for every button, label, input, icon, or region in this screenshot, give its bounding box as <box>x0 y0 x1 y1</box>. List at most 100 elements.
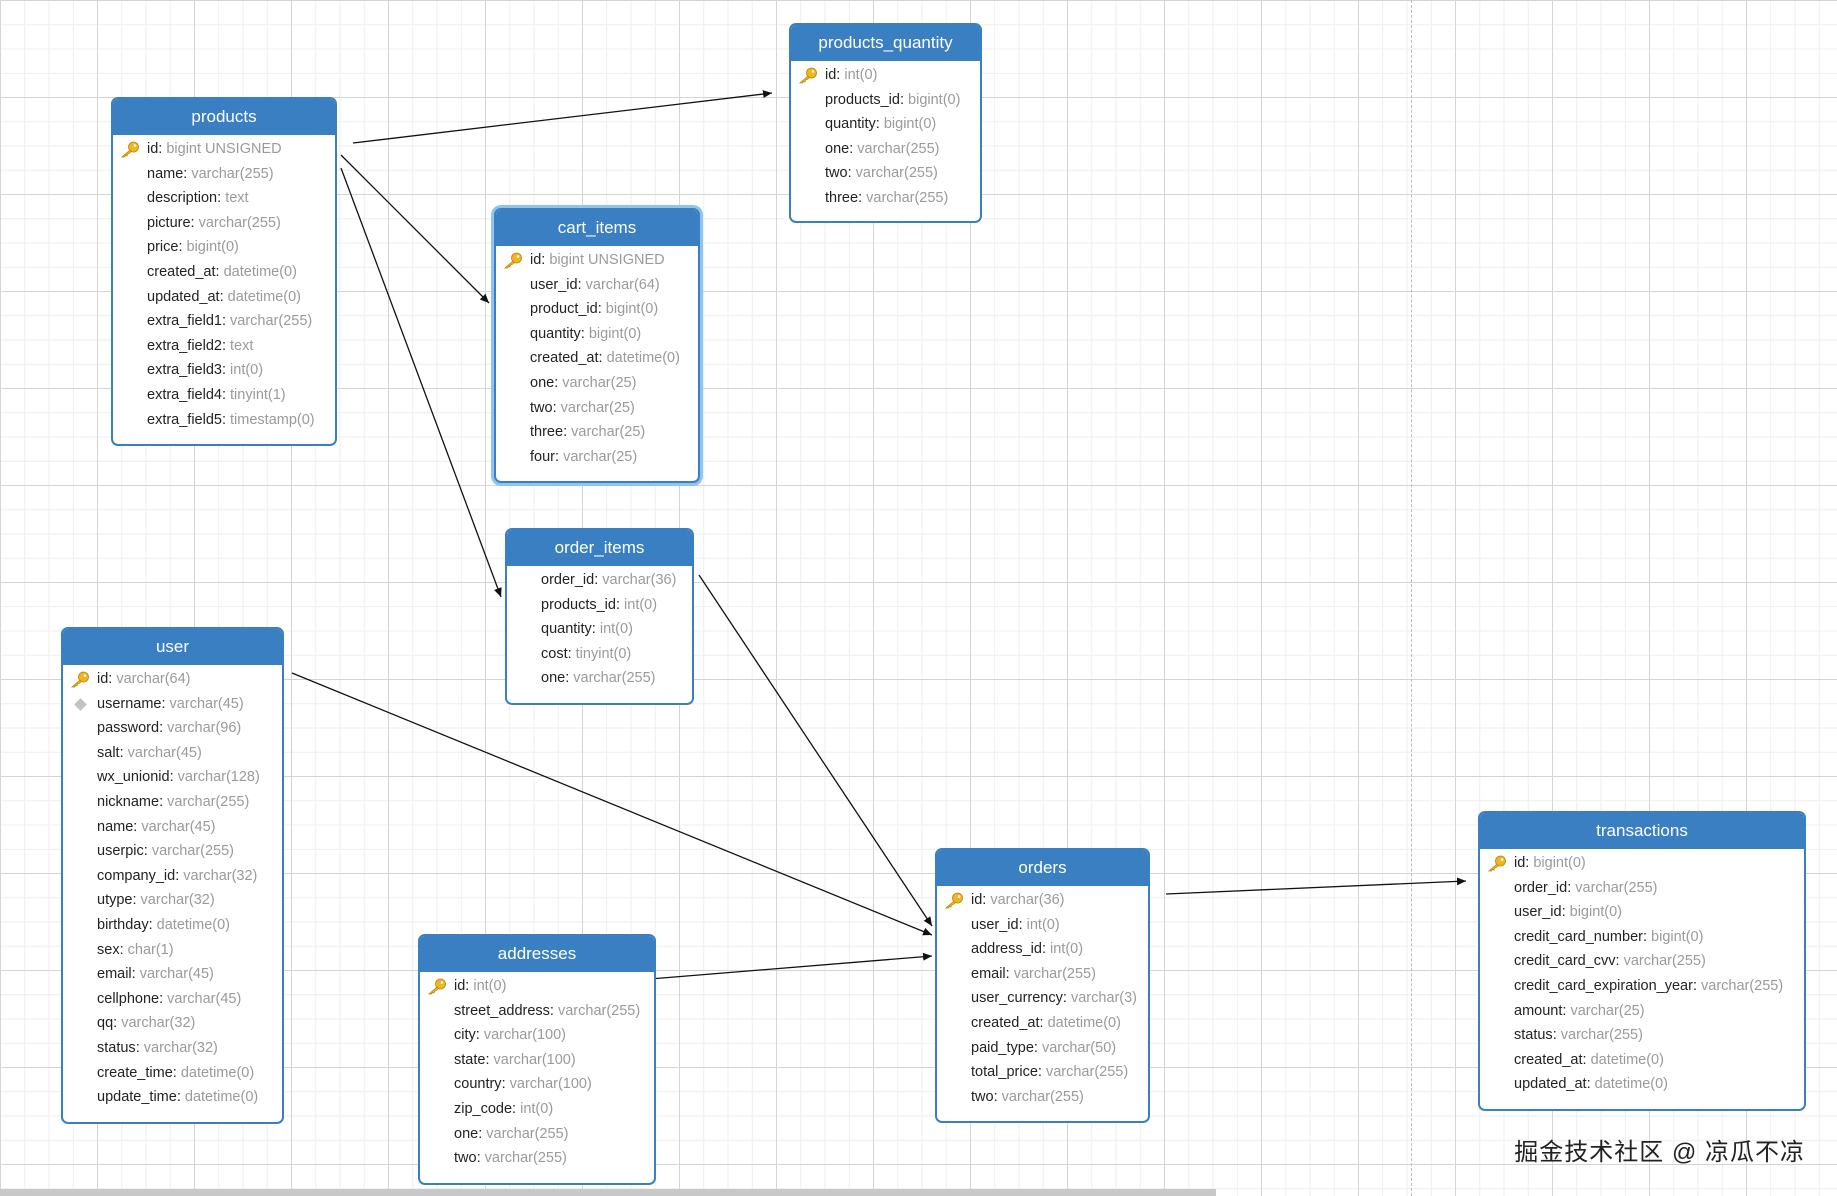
field-row[interactable]: status: varchar(255) <box>1480 1023 1804 1048</box>
field-row[interactable]: products_id: int(0) <box>507 593 692 618</box>
field-row[interactable]: update_time: datetime(0) <box>63 1085 282 1110</box>
horizontal-scrollbar[interactable] <box>0 1189 1216 1196</box>
field-row[interactable]: nickname: varchar(255) <box>63 790 282 815</box>
relation-order-items-orders[interactable] <box>698 574 933 927</box>
field-row[interactable]: cellphone: varchar(45) <box>63 987 282 1012</box>
field-row[interactable]: one: varchar(255) <box>420 1122 654 1147</box>
field-row[interactable]: credit_card_cvv: varchar(255) <box>1480 949 1804 974</box>
field-row[interactable]: one: varchar(255) <box>791 137 980 162</box>
field-row[interactable]: user_id: int(0) <box>937 913 1148 938</box>
field-row[interactable]: id: varchar(36) <box>937 888 1148 913</box>
field-name: id <box>530 252 542 268</box>
field-row[interactable]: city: varchar(100) <box>420 1023 654 1048</box>
field-row[interactable]: updated_at: datetime(0) <box>1480 1072 1804 1097</box>
field-row[interactable]: extra_field1: varchar(255) <box>113 309 335 334</box>
field-row[interactable]: extra_field5: timestamp(0) <box>113 408 335 433</box>
field-row[interactable]: two: varchar(255) <box>420 1146 654 1171</box>
field-row[interactable]: cost: tinyint(0) <box>507 642 692 667</box>
field-name: user_id <box>530 276 578 293</box>
field-row[interactable]: total_price: varchar(255) <box>937 1060 1148 1085</box>
field-row[interactable]: two: varchar(255) <box>791 161 980 186</box>
field-row[interactable]: price: bigint(0) <box>113 235 335 260</box>
field-row[interactable]: user_currency: varchar(3) <box>937 986 1148 1011</box>
field-row[interactable]: zip_code: int(0) <box>420 1097 654 1122</box>
relation-user-orders[interactable] <box>291 672 933 936</box>
field-row[interactable]: order_id: varchar(255) <box>1480 876 1804 901</box>
field-row[interactable]: street_address: varchar(255) <box>420 999 654 1024</box>
field-row[interactable]: one: varchar(255) <box>507 666 692 691</box>
field-row[interactable]: three: varchar(255) <box>791 186 980 211</box>
field-name: extra_field2 <box>147 337 222 354</box>
field-row[interactable]: picture: varchar(255) <box>113 211 335 236</box>
field-row[interactable]: utype: varchar(32) <box>63 888 282 913</box>
field-row[interactable]: email: varchar(255) <box>937 962 1148 987</box>
field-row[interactable]: id: bigint UNSIGNED <box>496 248 698 273</box>
field-row[interactable]: birthday: datetime(0) <box>63 913 282 938</box>
field-row[interactable]: status: varchar(32) <box>63 1036 282 1061</box>
field-row[interactable]: three: varchar(25) <box>496 420 698 445</box>
relation-products-order-items[interactable] <box>340 167 502 598</box>
field-row[interactable]: create_time: datetime(0) <box>63 1061 282 1086</box>
field-name: updated_at <box>147 288 220 305</box>
field-row[interactable]: product_id: bigint(0) <box>496 297 698 322</box>
relation-products-cart-items[interactable] <box>340 154 490 304</box>
field-row[interactable]: created_at: datetime(0) <box>496 346 698 371</box>
field-row[interactable]: password: varchar(96) <box>63 716 282 741</box>
field-row[interactable]: one: varchar(25) <box>496 371 698 396</box>
field-row[interactable]: wx_unionid: varchar(128) <box>63 765 282 790</box>
field-row[interactable]: order_id: varchar(36) <box>507 568 692 593</box>
field-row[interactable]: created_at: datetime(0) <box>113 260 335 285</box>
relation-addresses-orders[interactable] <box>649 952 933 980</box>
field-row[interactable]: created_at: datetime(0) <box>937 1011 1148 1036</box>
field-row[interactable]: id: varchar(64) <box>63 667 282 692</box>
field-type: int(0) <box>1026 916 1060 933</box>
field-row[interactable]: paid_type: varchar(50) <box>937 1036 1148 1061</box>
field-row[interactable]: four: varchar(25) <box>496 445 698 470</box>
relation-orders-transactions[interactable] <box>1165 877 1467 895</box>
field-row[interactable]: two: varchar(25) <box>496 396 698 421</box>
field-row[interactable]: email: varchar(45) <box>63 962 282 987</box>
field-row[interactable]: credit_card_number: bigint(0) <box>1480 925 1804 950</box>
field-row[interactable]: description: text <box>113 186 335 211</box>
field-row[interactable]: extra_field2: text <box>113 334 335 359</box>
field-row[interactable]: company_id: varchar(32) <box>63 864 282 889</box>
field-row[interactable]: userpic: varchar(255) <box>63 839 282 864</box>
field-row[interactable]: quantity: bigint(0) <box>496 322 698 347</box>
field-row[interactable]: two: varchar(255) <box>937 1085 1148 1110</box>
field-row[interactable]: name: varchar(45) <box>63 815 282 840</box>
field-row[interactable]: id: bigint(0) <box>1480 851 1804 876</box>
relation-products-products-quantity[interactable] <box>352 90 773 144</box>
field-row[interactable]: extra_field4: tinyint(1) <box>113 383 335 408</box>
field-row[interactable]: country: varchar(100) <box>420 1072 654 1097</box>
field-row[interactable]: user_id: bigint(0) <box>1480 900 1804 925</box>
field-row[interactable]: sex: char(1) <box>63 938 282 963</box>
field-row[interactable]: address_id: int(0) <box>937 937 1148 962</box>
field-row[interactable]: user_id: varchar(64) <box>496 273 698 298</box>
field-row[interactable]: id: int(0) <box>791 63 980 88</box>
field-row[interactable]: qq: varchar(32) <box>63 1011 282 1036</box>
field-row[interactable]: updated_at: datetime(0) <box>113 285 335 310</box>
field-row[interactable]: products_id: bigint(0) <box>791 88 980 113</box>
field-row[interactable]: quantity: int(0) <box>507 617 692 642</box>
field-row[interactable]: id: int(0) <box>420 974 654 999</box>
field-type: bigint(0) <box>1651 928 1704 945</box>
field-row[interactable]: credit_card_expiration_year: varchar(255… <box>1480 974 1804 999</box>
field-row[interactable]: id: bigint UNSIGNED <box>113 137 335 162</box>
field-row[interactable]: state: varchar(100) <box>420 1048 654 1073</box>
field-row[interactable]: created_at: datetime(0) <box>1480 1048 1804 1073</box>
field-row[interactable]: salt: varchar(45) <box>63 741 282 766</box>
field-row[interactable]: username: varchar(45) <box>63 692 282 717</box>
field-row[interactable]: extra_field3: int(0) <box>113 358 335 383</box>
field-row[interactable]: name: varchar(255) <box>113 162 335 187</box>
field-row[interactable]: amount: varchar(25) <box>1480 999 1804 1024</box>
field-row[interactable]: quantity: bigint(0) <box>791 112 980 137</box>
